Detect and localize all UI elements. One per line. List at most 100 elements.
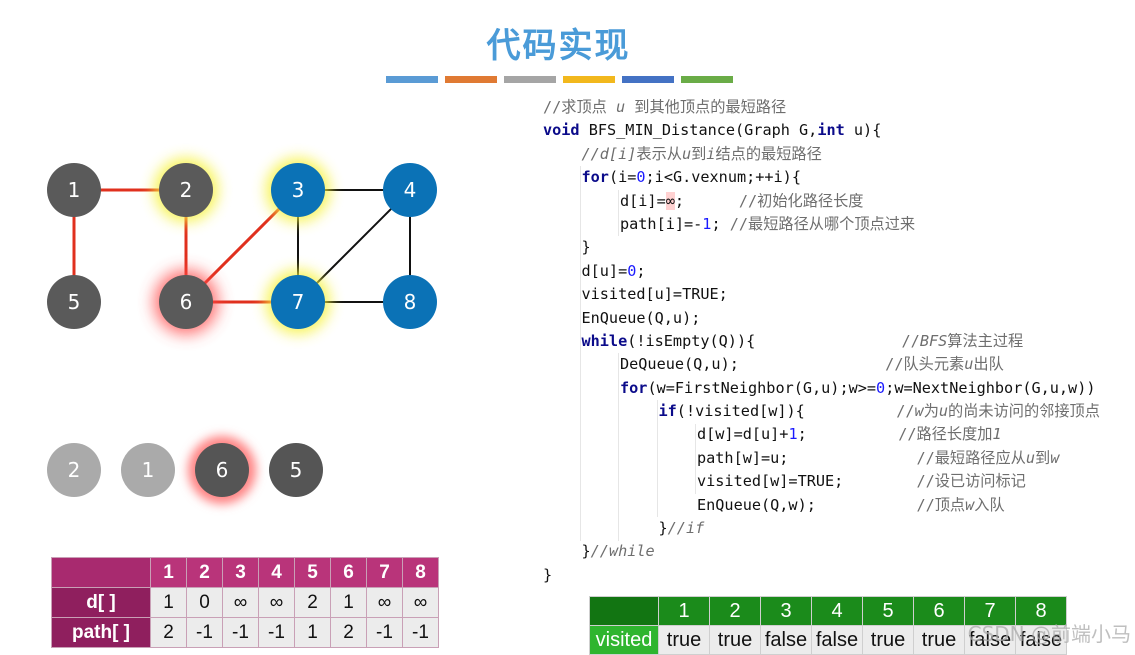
code-token: path[w]=u;	[697, 448, 917, 467]
watermark: CSDN @前端小马	[967, 622, 1131, 646]
color-bar-segment	[386, 76, 438, 83]
queue-item: 1	[121, 443, 175, 497]
code-line: DeQueue(Q,u); //队头元素u出队	[543, 353, 1100, 376]
code-token: 0	[636, 168, 646, 187]
code-token: 0	[627, 261, 637, 280]
code-token: 1	[992, 425, 1002, 444]
code-token: ;	[636, 261, 646, 280]
code-token: w	[914, 402, 924, 421]
column-header: 6	[913, 596, 965, 626]
code-line: void BFS_MIN_Distance(Graph G,int u){	[543, 119, 1100, 142]
column-header: 6	[330, 557, 367, 588]
code-token: w	[965, 495, 975, 514]
table-cell: -1	[186, 617, 223, 648]
table-cell: 2	[330, 617, 367, 648]
column-header: 3	[222, 557, 259, 588]
code-token: 出队	[973, 355, 1004, 374]
code-token: 入队	[974, 495, 1005, 514]
code-token: 1	[788, 425, 798, 444]
table-cell: false	[964, 625, 1016, 655]
graph-node-8: 8	[383, 275, 437, 329]
code-token: //初始化路径长度	[738, 191, 864, 210]
code-line: }//while	[543, 540, 1100, 563]
code-token: BFS	[919, 331, 948, 350]
slide-title: 代码实现	[486, 26, 631, 66]
table-cell: -1	[366, 617, 403, 648]
table-cell: false	[811, 625, 863, 655]
code-token: //if	[667, 519, 705, 538]
code-token: 算法主过程	[947, 331, 1024, 350]
graph-node-5: 5	[47, 275, 101, 329]
code-token: EnQueue(Q,w);	[697, 495, 917, 514]
code-token: u	[616, 98, 626, 116]
code-token: 到其他顶点的最短路径	[625, 98, 787, 116]
code-line: EnQueue(Q,w); //顶点w入队	[543, 494, 1100, 517]
indent-guide	[656, 400, 658, 518]
code-token: ;i<G.vexnum;++i){	[645, 168, 801, 187]
table-cell: ∞	[366, 587, 403, 618]
node-circle	[159, 163, 213, 217]
node-circle	[383, 275, 437, 329]
code-token: ;w=NextNeighbor(G,u,w))	[885, 378, 1096, 397]
table-cell: true	[658, 625, 710, 655]
column-header: 7	[366, 557, 403, 588]
code-token: u	[1025, 448, 1036, 467]
indent-guide	[695, 423, 696, 494]
code-token: (!isEmpty(Q)){	[627, 331, 902, 350]
indent-guide	[618, 353, 619, 541]
code-token: ;	[674, 191, 739, 210]
code-token: 1	[702, 214, 712, 233]
code-token: //while	[590, 542, 655, 561]
graph-node-6: 6	[154, 270, 218, 334]
node-label: 6	[180, 290, 193, 314]
code-token: //顶点	[916, 495, 966, 514]
code-token: 的尚未访问的邻接顶点	[948, 402, 1100, 421]
node-label: 7	[292, 290, 305, 314]
node-circle	[271, 163, 325, 217]
code-line: path[i]=-1; //最短路径从哪个顶点过来	[543, 213, 1100, 236]
code-line: visited[w]=TRUE; //设已访问标记	[543, 470, 1100, 493]
color-bar-segment	[445, 76, 497, 83]
node-label: 3	[292, 178, 305, 202]
code-line: }//if	[543, 517, 1100, 540]
code-token: int	[817, 121, 845, 140]
code-token: }	[581, 238, 591, 257]
code-token: 为	[923, 402, 939, 421]
color-bar-segment	[681, 76, 733, 83]
node-label: 2	[180, 178, 193, 202]
code-token: 结点的最短路径	[715, 144, 822, 163]
table-cell: true	[862, 625, 914, 655]
code-token: EnQueue(Q,u);	[581, 308, 701, 327]
table-cell: 1	[330, 587, 367, 618]
node-circle	[159, 275, 213, 329]
code-token: u	[964, 355, 974, 374]
code-token: for	[581, 168, 609, 187]
column-header: 2	[709, 596, 761, 626]
code-line: }	[543, 236, 1100, 259]
graph-node-1: 1	[47, 163, 101, 217]
code-token: (!visited[w]){	[676, 402, 897, 421]
code-token: path[i]=-	[620, 214, 703, 233]
table-cell: false	[760, 625, 812, 655]
code-token: }	[543, 565, 553, 584]
table-cell: 1	[150, 587, 187, 618]
table-cell: ∞	[402, 587, 439, 618]
queue-item: 5	[269, 443, 323, 497]
code-line: if(!visited[w]){ //w为u的尚未访问的邻接顶点	[543, 400, 1100, 423]
node-circle	[47, 275, 101, 329]
column-header: 1	[658, 596, 710, 626]
table-cell: true	[709, 625, 761, 655]
code-token: //队头元素	[885, 355, 965, 374]
graph-node-3: 3	[266, 158, 330, 222]
code-token: BFS_MIN_Distance(Graph G,	[579, 121, 818, 140]
graph-node-4: 4	[383, 163, 437, 217]
code-token: w	[1050, 448, 1060, 467]
code-token: }	[581, 542, 591, 561]
code-token: //	[896, 402, 915, 421]
code-token: ;	[797, 425, 899, 444]
column-header: 8	[402, 557, 439, 588]
